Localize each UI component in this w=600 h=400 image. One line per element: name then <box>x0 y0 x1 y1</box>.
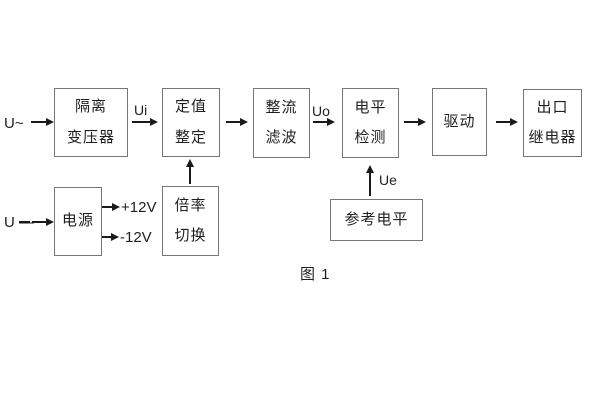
block-level-detector: 电平 检测 <box>342 88 399 158</box>
arrow-ratio-switch-to-setting <box>186 159 193 184</box>
block-isolation-transformer-line2: 变压器 <box>66 128 115 146</box>
label-ui-signal: Ui <box>134 102 148 118</box>
block-driver: 驱动 <box>432 88 487 156</box>
block-isolation-transformer: 隔离 变压器 <box>54 88 128 157</box>
block-ratio-switch-line2: 切换 <box>174 227 207 244</box>
arrow-level-detector-to-driver <box>404 118 426 125</box>
block-power-supply-line1: 电源 <box>61 212 94 230</box>
label-ac-input-voltage: U~ <box>4 115 24 132</box>
block-rectifier-filter-line1: 整流 <box>265 98 298 116</box>
arrow-setting-to-rectifier <box>226 118 248 125</box>
arrow-power-plus-12v <box>102 203 120 210</box>
block-reference-level-line1: 参考电平 <box>344 210 409 228</box>
block-output-relay: 出口 继电器 <box>523 89 582 157</box>
arrow-reference-to-level-detector <box>366 165 373 196</box>
block-level-detector-line1: 电平 <box>354 98 387 116</box>
block-ratio-switch-line1: 倍率 <box>174 196 207 214</box>
block-power-supply: 电源 <box>54 187 102 256</box>
arrow-driver-to-output-relay <box>496 118 518 125</box>
block-output-relay-line1: 出口 <box>536 98 569 116</box>
dc-input-dash-line <box>19 221 30 223</box>
arrow-dc-input-to-power <box>32 218 54 225</box>
block-driver-line1: 驱动 <box>443 112 476 130</box>
label-minus-12v: -12V <box>120 229 152 246</box>
block-ratio-switch: 倍率 切换 <box>162 186 219 256</box>
label-plus-12v: +12V <box>121 199 157 216</box>
block-rectifier-filter-line2: 滤波 <box>265 129 298 146</box>
label-dc-input-voltage: U — <box>4 214 34 231</box>
label-ue-signal: Ue <box>379 172 397 188</box>
block-value-setting: 定值 整定 <box>162 88 220 157</box>
arrow-rectifier-to-level-detector <box>313 118 335 125</box>
label-uo-signal: Uo <box>312 103 330 119</box>
block-value-setting-line1: 定值 <box>174 98 207 115</box>
block-level-detector-line2: 检测 <box>354 129 387 146</box>
block-rectifier-filter: 整流 滤波 <box>253 88 310 158</box>
block-isolation-transformer-line1: 隔离 <box>74 98 107 115</box>
arrow-transformer-to-setting <box>132 118 158 125</box>
block-output-relay-line2: 继电器 <box>528 129 577 146</box>
figure-caption: 图 1 <box>300 266 331 283</box>
block-reference-level: 参考电平 <box>330 199 423 241</box>
block-value-setting-line2: 整定 <box>174 128 207 146</box>
arrow-ac-input-to-transformer <box>31 118 54 125</box>
arrow-power-minus-12v <box>102 233 119 240</box>
